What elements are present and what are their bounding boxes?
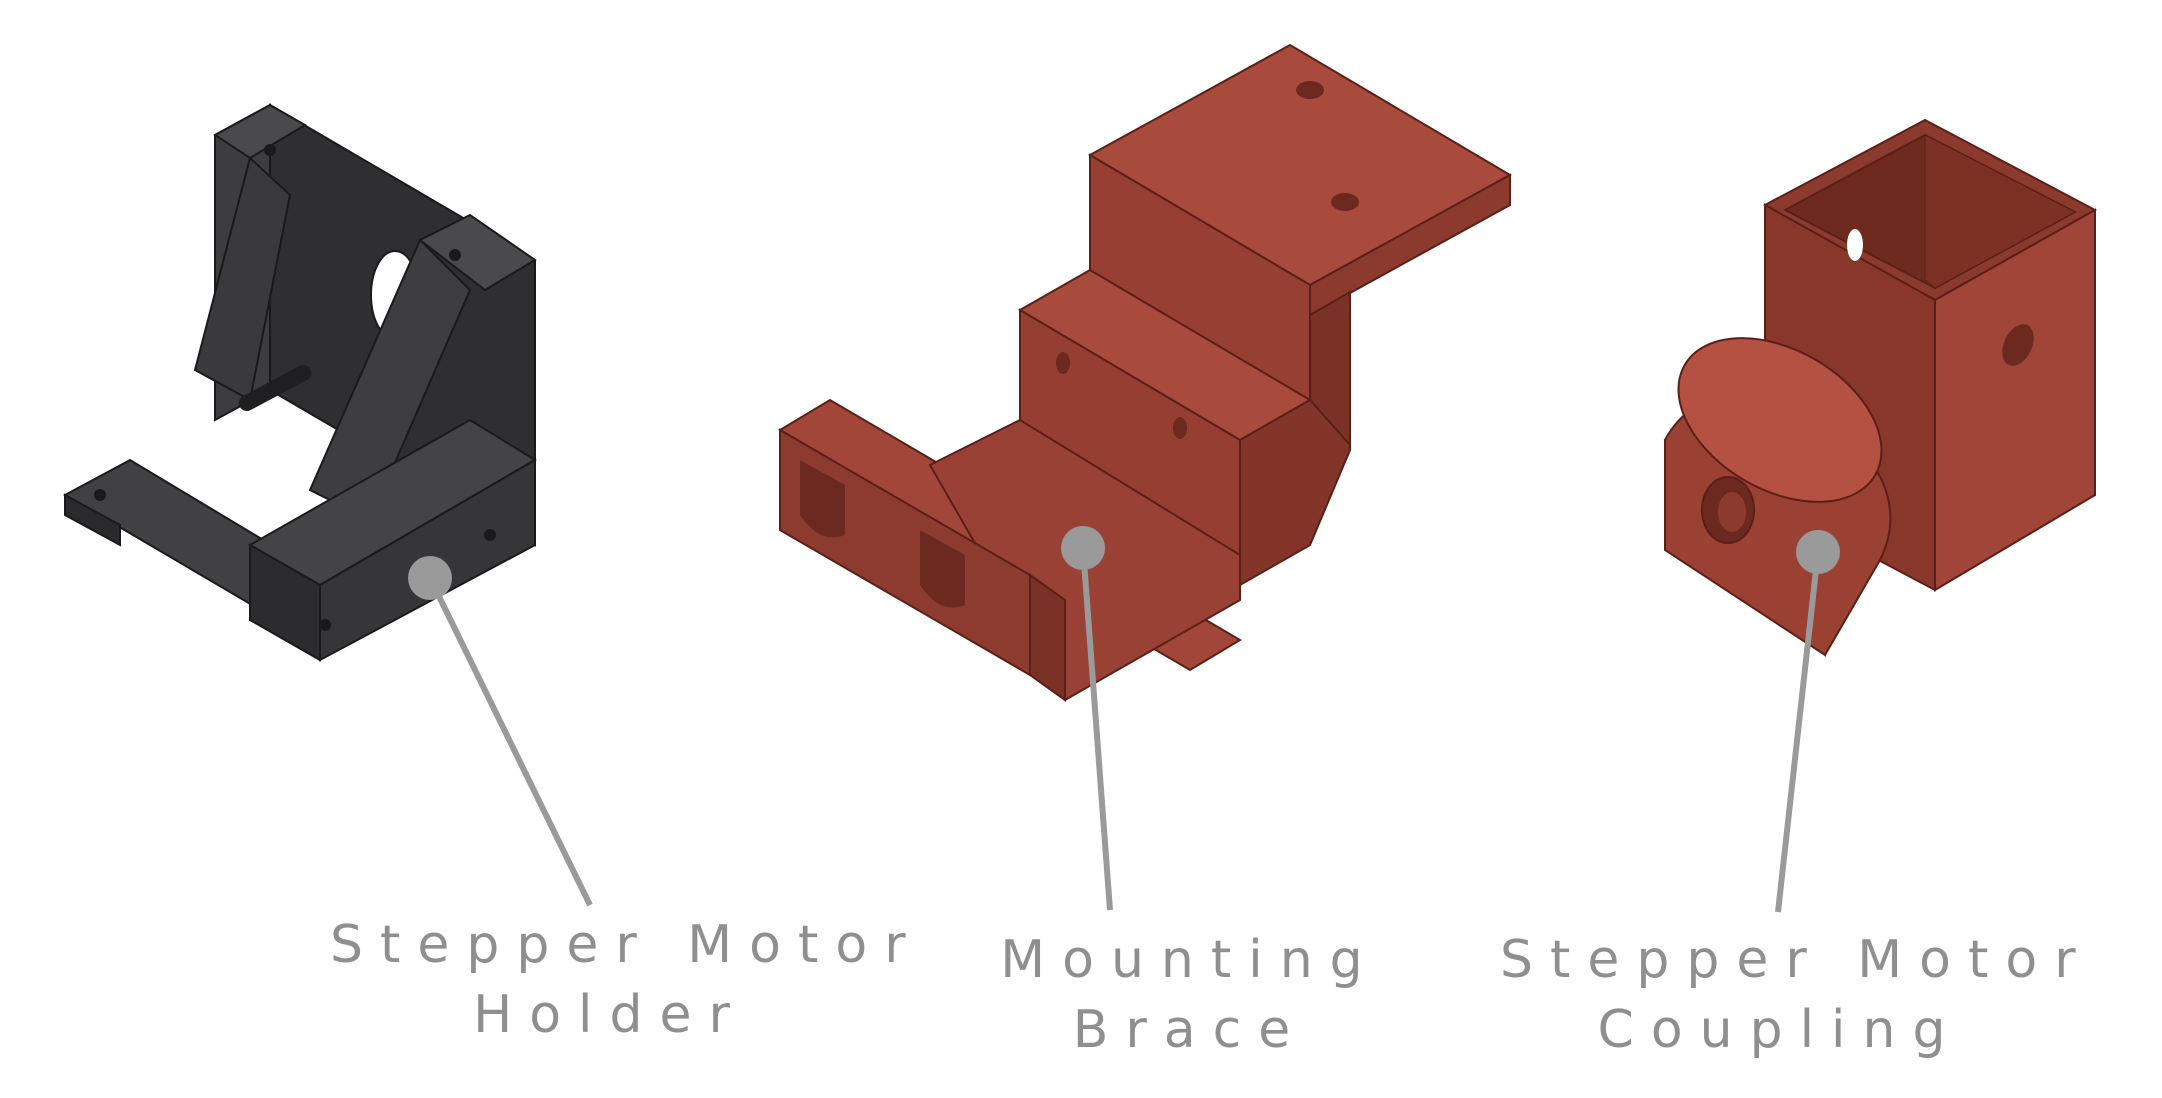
- label-holder-line-1: Stepper Motor: [330, 915, 923, 975]
- callout-holder: [408, 556, 593, 907]
- label-coupling-line-1: Stepper Motor: [1500, 930, 2093, 990]
- label-stepper-motor-coupling: Stepper Motor Coupling: [1500, 925, 2093, 1065]
- callout-brace: [1061, 526, 1113, 911]
- label-holder-line-2: Holder: [473, 985, 747, 1045]
- mounting-brace-model: [778, 43, 1513, 702]
- label-coupling-line-2: Coupling: [1597, 1000, 1963, 1060]
- label-mounting-brace: Mounting Brace: [1000, 925, 1380, 1065]
- label-brace-line-2: Brace: [1072, 1000, 1308, 1060]
- callout-coupling: [1775, 530, 1840, 913]
- label-brace-line-1: Mounting: [1000, 930, 1380, 990]
- stepper-motor-holder-model: [62, 103, 537, 662]
- label-stepper-motor-holder: Stepper Motor Holder: [330, 910, 923, 1050]
- stepper-motor-coupling-model: [1663, 118, 2098, 658]
